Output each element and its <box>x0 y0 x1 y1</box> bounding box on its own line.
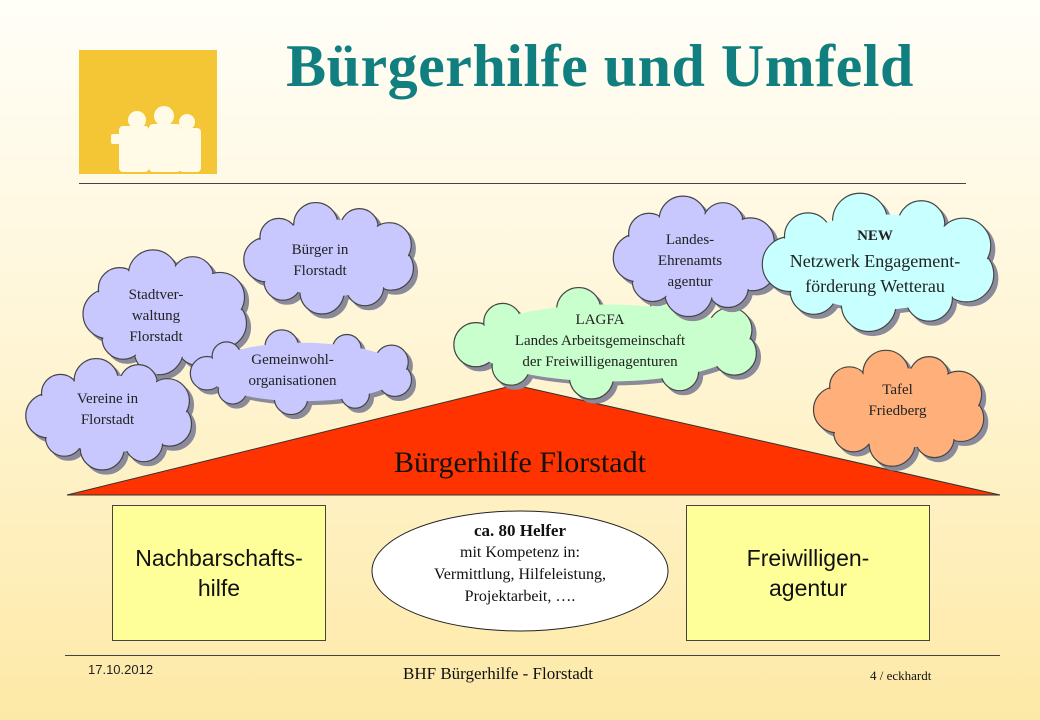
cloud-landes-line: agentur <box>667 273 713 290</box>
top-divider <box>79 183 966 184</box>
cloud-new-heading: NEW <box>857 227 893 244</box>
helpers-heading: ca. 80 Helfer <box>473 521 567 540</box>
box-line: hilfe <box>197 575 241 601</box>
helpers-line: Projektarbeit, …. <box>464 588 576 605</box>
roof-shape <box>66 384 1001 496</box>
figures-logo-icon <box>79 50 217 174</box>
footer-title: BHF Bürgerhilfe - Florstadt <box>403 664 593 683</box>
helpers-ellipse <box>371 510 669 632</box>
cloud-vereine-line: Vereine in <box>76 391 139 407</box>
cloud-new-line: Netzwerk Engagement- <box>789 250 961 271</box>
cloud-lagfa-line: Landes Arbeitsgemeinschaft <box>514 332 686 349</box>
cloud-gemeinwohl-line: Gemeinwohl- <box>251 352 334 368</box>
cloud-stadtverwaltung-line: waltung <box>131 307 181 324</box>
helpers-text: ca. 80 Helfer mit Kompetenz in: Vermittl… <box>370 520 670 608</box>
cloud-lagfa: LAGFA Landes Arbeitsgemeinschaft der Fre… <box>470 305 730 377</box>
footer-date: 17.10.2012 <box>88 662 154 677</box>
cloud-landes-line: Landes- <box>665 231 715 248</box>
cloud-lagfa-line: der Freiwilligenagenturen <box>522 353 678 370</box>
cloud-new-line: förderung Wetterau <box>805 275 945 296</box>
cloud-landes-line: Ehrenamts <box>657 252 723 269</box>
cloud-buerger-line: Bürger in <box>291 242 349 258</box>
cloud-buerger-shape <box>243 201 415 315</box>
cloud-vereine-line: Florstadt <box>80 412 135 428</box>
helpers-line: mit Kompetenz in: <box>460 544 580 561</box>
roof-label: Bürgerhilfe Florstadt <box>394 446 646 479</box>
page-title: Bürgerhilfe und Umfeld <box>286 33 914 99</box>
cloud-stadtverwaltung: Stadtver- waltung Florstadt <box>93 278 219 354</box>
cloud-new-shape <box>761 192 995 333</box>
box-line: Freiwilligen- <box>746 545 870 571</box>
cloud-vereine: Vereine in Florstadt <box>40 384 175 436</box>
cloud-landes: Landes- Ehrenamts agentur <box>625 225 755 297</box>
bottom-divider <box>65 655 1000 656</box>
box-freiwilligenagentur: Freiwilligen- agentur <box>686 505 930 641</box>
footer-page: 4 / eckhardt <box>870 668 932 683</box>
cloud-lagfa-shape <box>453 286 757 400</box>
cloud-buerger: Bürger in Florstadt <box>255 228 385 294</box>
cloud-gemeinwohl-line: organisationen <box>248 373 337 389</box>
cloud-gemeinwohl: Gemeinwohl- organisationen <box>205 346 380 396</box>
cloud-gemeinwohl-shape <box>189 329 413 416</box>
cloud-tafel-line: Friedberg <box>868 403 927 419</box>
cloud-lagfa-line: LAGFA <box>575 311 625 328</box>
cloud-vereine-shape <box>25 357 193 471</box>
box-nachbarschaftshilfe: Nachbarschafts- hilfe <box>112 505 326 641</box>
logo <box>79 50 217 174</box>
cloud-tafel-line: Tafel <box>882 382 913 398</box>
cloud-stadtverwaltung-line: Stadtver- <box>128 286 184 303</box>
cloud-new: NEW Netzwerk Engagement- förderung Wette… <box>770 222 980 300</box>
cloud-tafel: Tafel Friedberg <box>830 375 965 427</box>
cloud-stadtverwaltung-shape <box>82 249 248 376</box>
cloud-tafel-shape <box>812 349 985 467</box>
cloud-landes-shape <box>612 195 777 318</box>
box-line: Nachbarschafts- <box>135 545 303 571</box>
cloud-buerger-line: Florstadt <box>293 263 347 279</box>
helpers-line: Vermittlung, Hilfeleistung, <box>434 566 606 583</box>
cloud-stadtverwaltung-line: Florstadt <box>129 328 183 345</box>
box-line: agentur <box>768 575 847 601</box>
